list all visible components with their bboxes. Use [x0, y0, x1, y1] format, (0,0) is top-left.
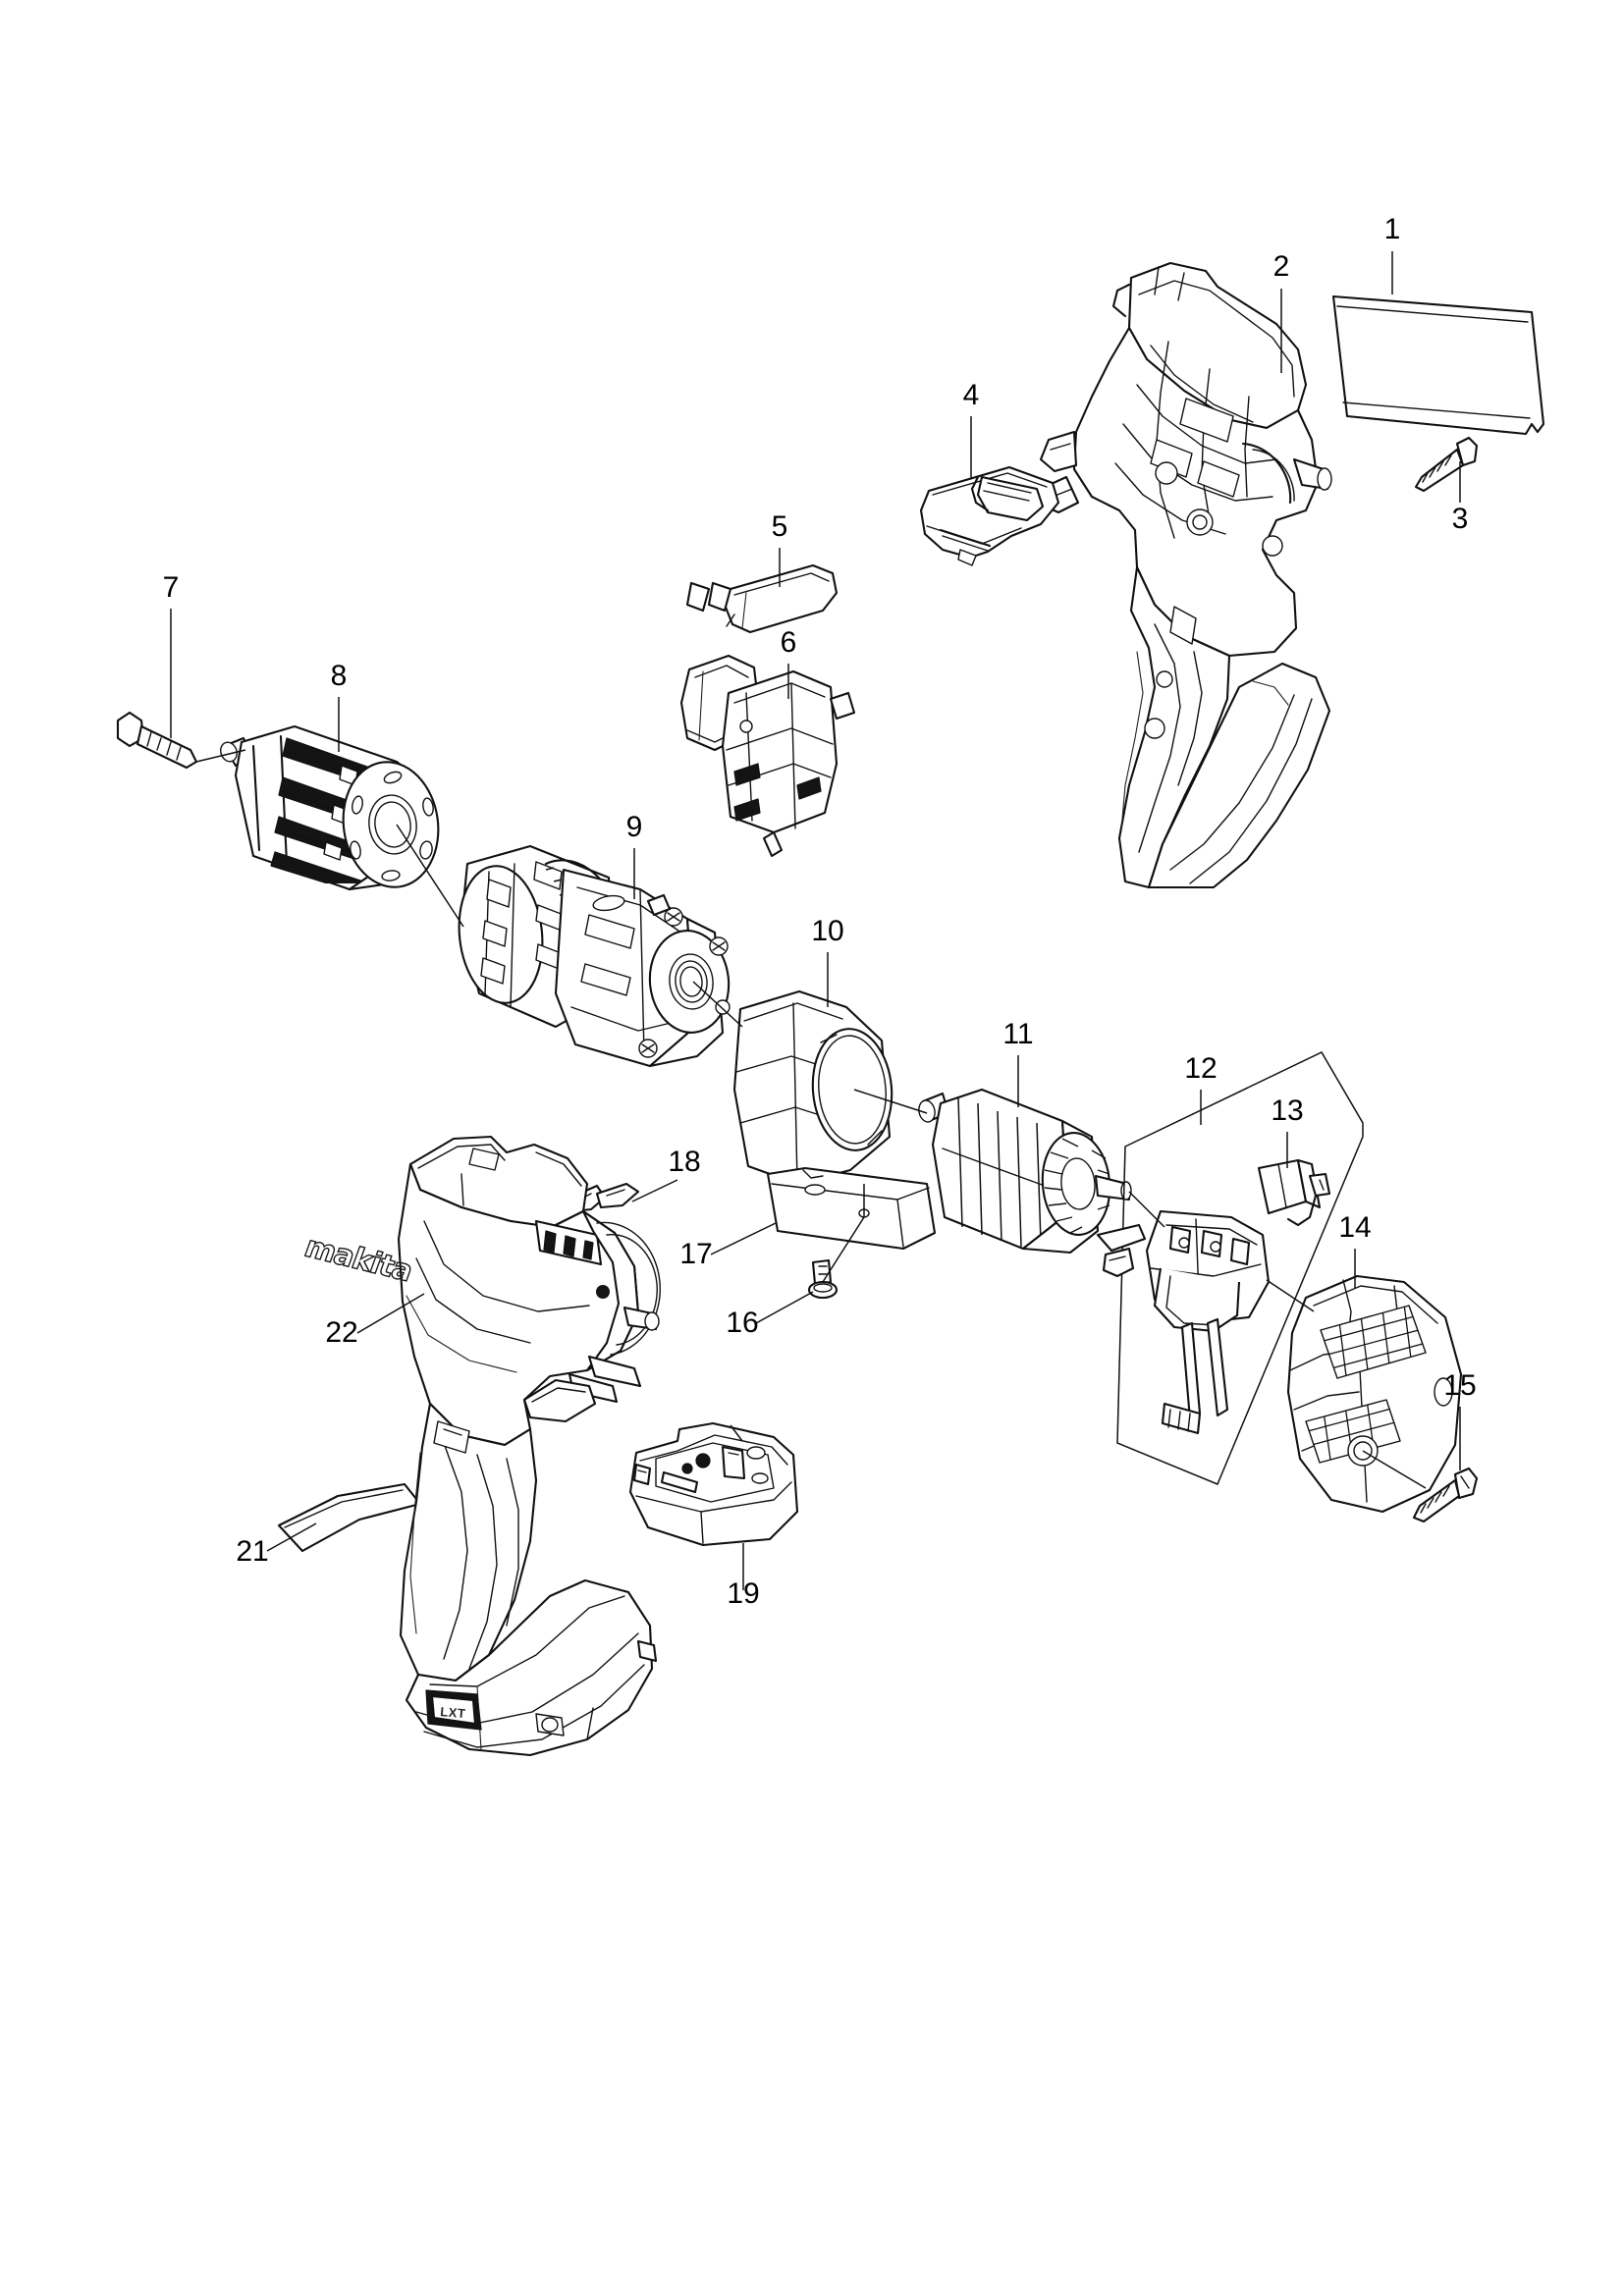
part-controller-body	[1145, 1209, 1271, 1435]
part-terminal-connector	[1257, 1158, 1331, 1227]
lxt-badge: LXT	[440, 1704, 466, 1721]
callout-1: 1	[1384, 213, 1401, 245]
part-keyless-drill-chuck	[220, 724, 440, 891]
part-pan-head-bolt	[807, 1258, 839, 1300]
callout-numbers: 1 2 3 4 5 6 7 8 9 10 11 12 13 14 15 16 1…	[163, 213, 1477, 1610]
callout-15: 15	[1443, 1369, 1476, 1402]
part-rear-cover	[1286, 1274, 1463, 1514]
part-tapping-screw-rear	[1412, 1467, 1479, 1523]
callout-16: 16	[726, 1307, 758, 1339]
callout-12: 12	[1184, 1052, 1217, 1085]
part-switch-lever	[685, 563, 839, 634]
callout-2: 2	[1273, 250, 1290, 283]
part-battery-terminal-block	[628, 1421, 799, 1547]
callout-5: 5	[772, 510, 788, 543]
callout-14: 14	[1338, 1211, 1371, 1244]
part-gear-assembly	[458, 844, 731, 1068]
callout-4: 4	[963, 379, 980, 411]
callout-13: 13	[1271, 1095, 1303, 1127]
part-controller-assembly	[1116, 1051, 1364, 1485]
part-belt-clip	[919, 465, 1060, 566]
part-contact-plate	[1096, 1223, 1147, 1278]
callout-9: 9	[626, 811, 643, 843]
part-chuck-screw	[116, 711, 198, 770]
part-insulation-plate	[766, 1166, 937, 1251]
callout-17: 17	[679, 1238, 712, 1270]
part-switch-body	[679, 654, 856, 858]
callout-10: 10	[811, 915, 843, 947]
part-armature-rotor	[918, 1088, 1132, 1255]
part-housing-set-right	[1039, 261, 1332, 889]
callout-22: 22	[325, 1316, 357, 1349]
callout-6: 6	[781, 626, 797, 659]
callout-7: 7	[163, 571, 180, 604]
callout-18: 18	[668, 1146, 700, 1178]
callout-21: 21	[236, 1535, 268, 1568]
part-housing-set-left: makita LXT	[299, 1135, 661, 1757]
part-motor-yoke	[732, 989, 893, 1186]
part-tapping-screw-upper	[1414, 436, 1479, 493]
callout-11: 11	[1002, 1018, 1033, 1050]
callout-3: 3	[1452, 503, 1469, 535]
part-name-plate	[1331, 294, 1545, 436]
callout-8: 8	[331, 660, 348, 692]
callout-19: 19	[727, 1577, 759, 1610]
callout-leader-lines	[170, 251, 1461, 1590]
